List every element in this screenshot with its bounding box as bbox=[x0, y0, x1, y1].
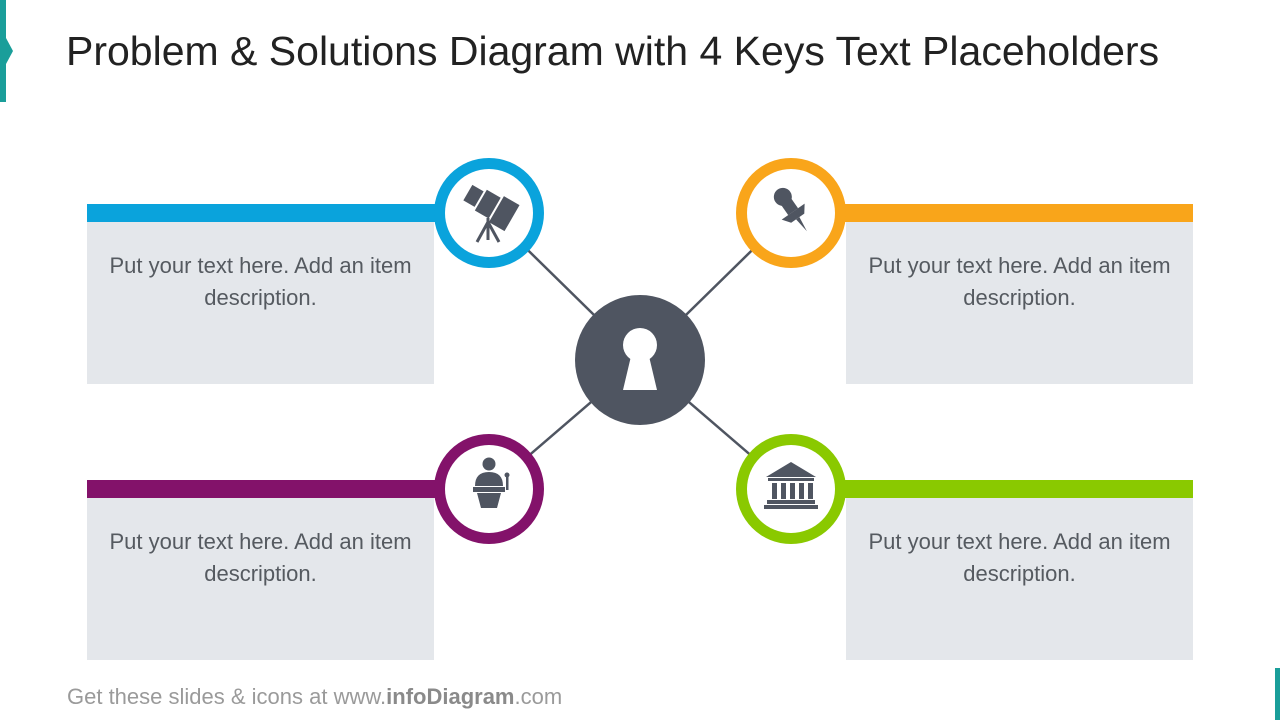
corner-accent-bar bbox=[1275, 668, 1280, 720]
key-ring-bottom-right bbox=[736, 434, 846, 544]
keyhole-icon bbox=[623, 328, 657, 390]
textbox-text-bottom-right: Put your text here. Add an item descript… bbox=[868, 529, 1171, 586]
textbox-text-top-left: Put your text here. Add an item descript… bbox=[109, 253, 412, 310]
textbox-bg-top-left bbox=[87, 222, 434, 384]
textbox-bottom-right[interactable]: Put your text here. Add an item descript… bbox=[846, 498, 1193, 662]
textbox-bg-bottom-right bbox=[846, 498, 1193, 660]
telescope-icon bbox=[463, 184, 520, 243]
textbox-bottom-left[interactable]: Put your text here. Add an item descript… bbox=[87, 498, 434, 662]
title-accent-notch bbox=[6, 38, 13, 64]
textbox-top-left[interactable]: Put your text here. Add an item descript… bbox=[87, 222, 434, 386]
textbox-text-bottom-left: Put your text here. Add an item descript… bbox=[109, 529, 412, 586]
key-ring-top-left bbox=[434, 158, 544, 268]
textbox-top-right[interactable]: Put your text here. Add an item descript… bbox=[846, 222, 1193, 386]
bank-building-icon bbox=[764, 462, 818, 509]
pushpin-icon bbox=[773, 187, 807, 232]
footer-credit: Get these slides & icons at www.infoDiag… bbox=[67, 684, 562, 710]
slide-title: Problem & Solutions Diagram with 4 Keys … bbox=[66, 28, 1160, 74]
textbox-text-top-right: Put your text here. Add an item descript… bbox=[868, 253, 1171, 310]
footer-brand: infoDiagram bbox=[386, 684, 515, 709]
footer-prefix: Get these slides & icons at www. bbox=[67, 684, 387, 709]
key-ring-top-right bbox=[736, 158, 846, 268]
keyhole-hub bbox=[575, 295, 705, 425]
textbox-bg-bottom-left bbox=[87, 498, 434, 660]
textbox-bg-top-right bbox=[846, 222, 1193, 384]
key-ring-bottom-left bbox=[434, 434, 544, 544]
footer-suffix: .com bbox=[514, 684, 563, 709]
speaker-podium-icon bbox=[473, 457, 510, 508]
title-accent-bar bbox=[0, 0, 6, 102]
